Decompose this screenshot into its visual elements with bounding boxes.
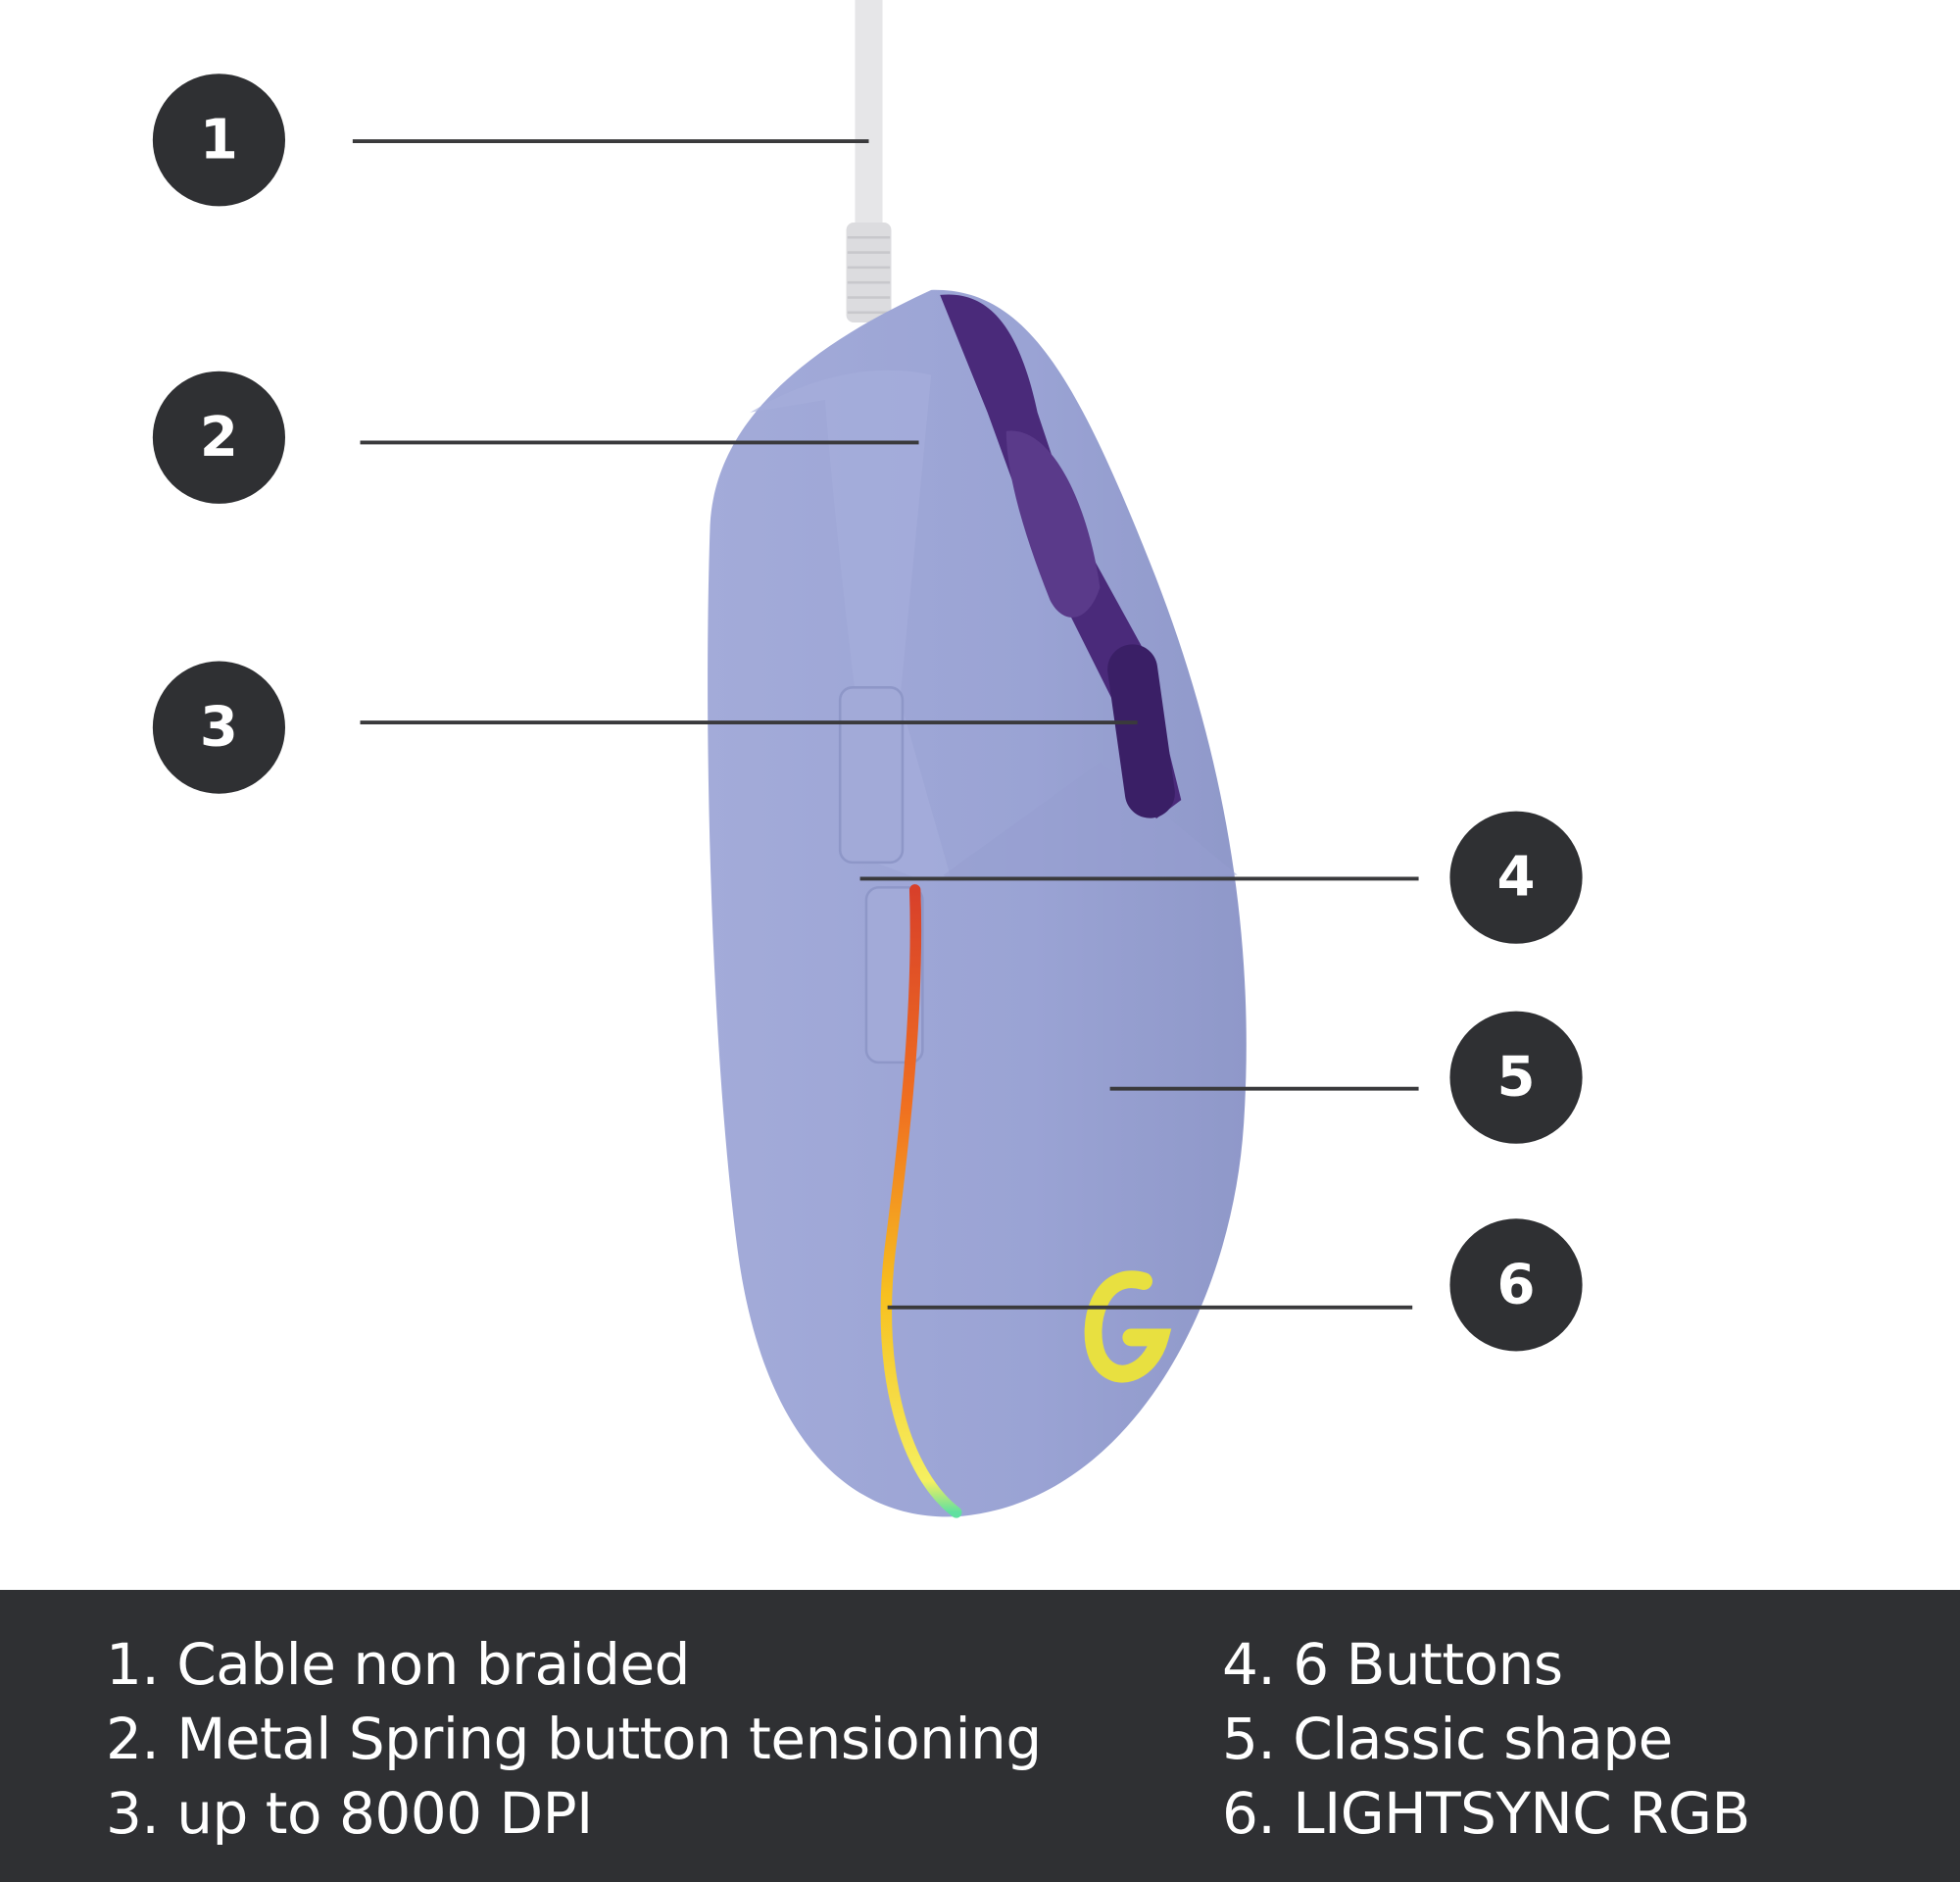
- feature-item-6: 6. LIGHTSYNC RGB: [1222, 1780, 1750, 1847]
- callout-badge-5: 5: [1449, 1011, 1583, 1144]
- feature-item-1: 1. Cable non braided: [106, 1631, 690, 1698]
- svg-text:4: 4: [1497, 846, 1536, 910]
- g-logo-icon: [1084, 1270, 1172, 1383]
- feature-item-2: 2. Metal Spring button tensioning: [106, 1706, 1042, 1772]
- scroll-wheel: [1005, 430, 1101, 618]
- callout-badge-3: 3: [152, 661, 286, 794]
- feature-item-5: 5. Classic shape: [1222, 1706, 1673, 1772]
- feature-list-left: 1. Cable non braided 2. Metal Spring but…: [106, 1627, 1042, 1851]
- mouse-cable: [846, 0, 892, 322]
- side-button-forward: [838, 686, 905, 865]
- callout-badge-2: 2: [152, 371, 286, 504]
- svg-text:3: 3: [200, 696, 238, 760]
- leader-lines: [352, 139, 1419, 1310]
- feature-list-right: 4. 6 Buttons 5. Classic shape 6. LIGHTSY…: [1222, 1627, 1750, 1851]
- feature-item-3: 3. up to 8000 DPI: [106, 1780, 593, 1847]
- dpi-button: [1107, 644, 1175, 818]
- feature-item-4: 4. 6 Buttons: [1222, 1631, 1563, 1698]
- svg-text:5: 5: [1497, 1046, 1536, 1110]
- callout-badge-1: 1: [152, 74, 286, 207]
- svg-text:6: 6: [1497, 1253, 1536, 1316]
- svg-text:1: 1: [200, 108, 238, 172]
- svg-text:2: 2: [200, 406, 238, 470]
- callout-badge-6: 6: [1449, 1218, 1583, 1352]
- mouse-feature-diagram: 1 2 3 4 5 6: [152, 0, 1583, 1518]
- rgb-lighting-strip: [880, 884, 962, 1518]
- feature-legend-band: 1. Cable non braided 2. Metal Spring but…: [0, 1590, 1960, 1882]
- callout-badge-4: 4: [1449, 811, 1583, 944]
- mouse-body: [708, 289, 1247, 1518]
